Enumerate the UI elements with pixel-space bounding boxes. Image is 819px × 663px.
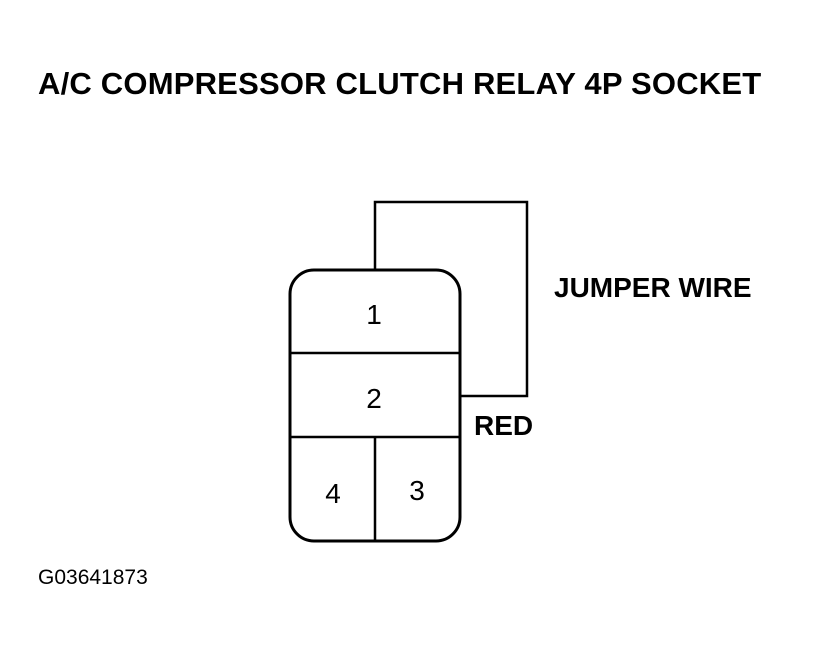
- wire-color-label: RED: [474, 410, 534, 441]
- diagram-title: A/C COMPRESSOR CLUTCH RELAY 4P SOCKET: [38, 66, 762, 101]
- figure-id: G03641873: [38, 566, 148, 589]
- terminal-1-label: 1: [366, 299, 382, 330]
- jumper-wire-label: JUMPER WIRE: [554, 272, 752, 303]
- terminal-2-label: 2: [366, 383, 382, 414]
- terminal-3-label: 3: [409, 475, 425, 506]
- terminal-4-label: 4: [325, 478, 341, 509]
- jumper-wire: [373, 200, 529, 398]
